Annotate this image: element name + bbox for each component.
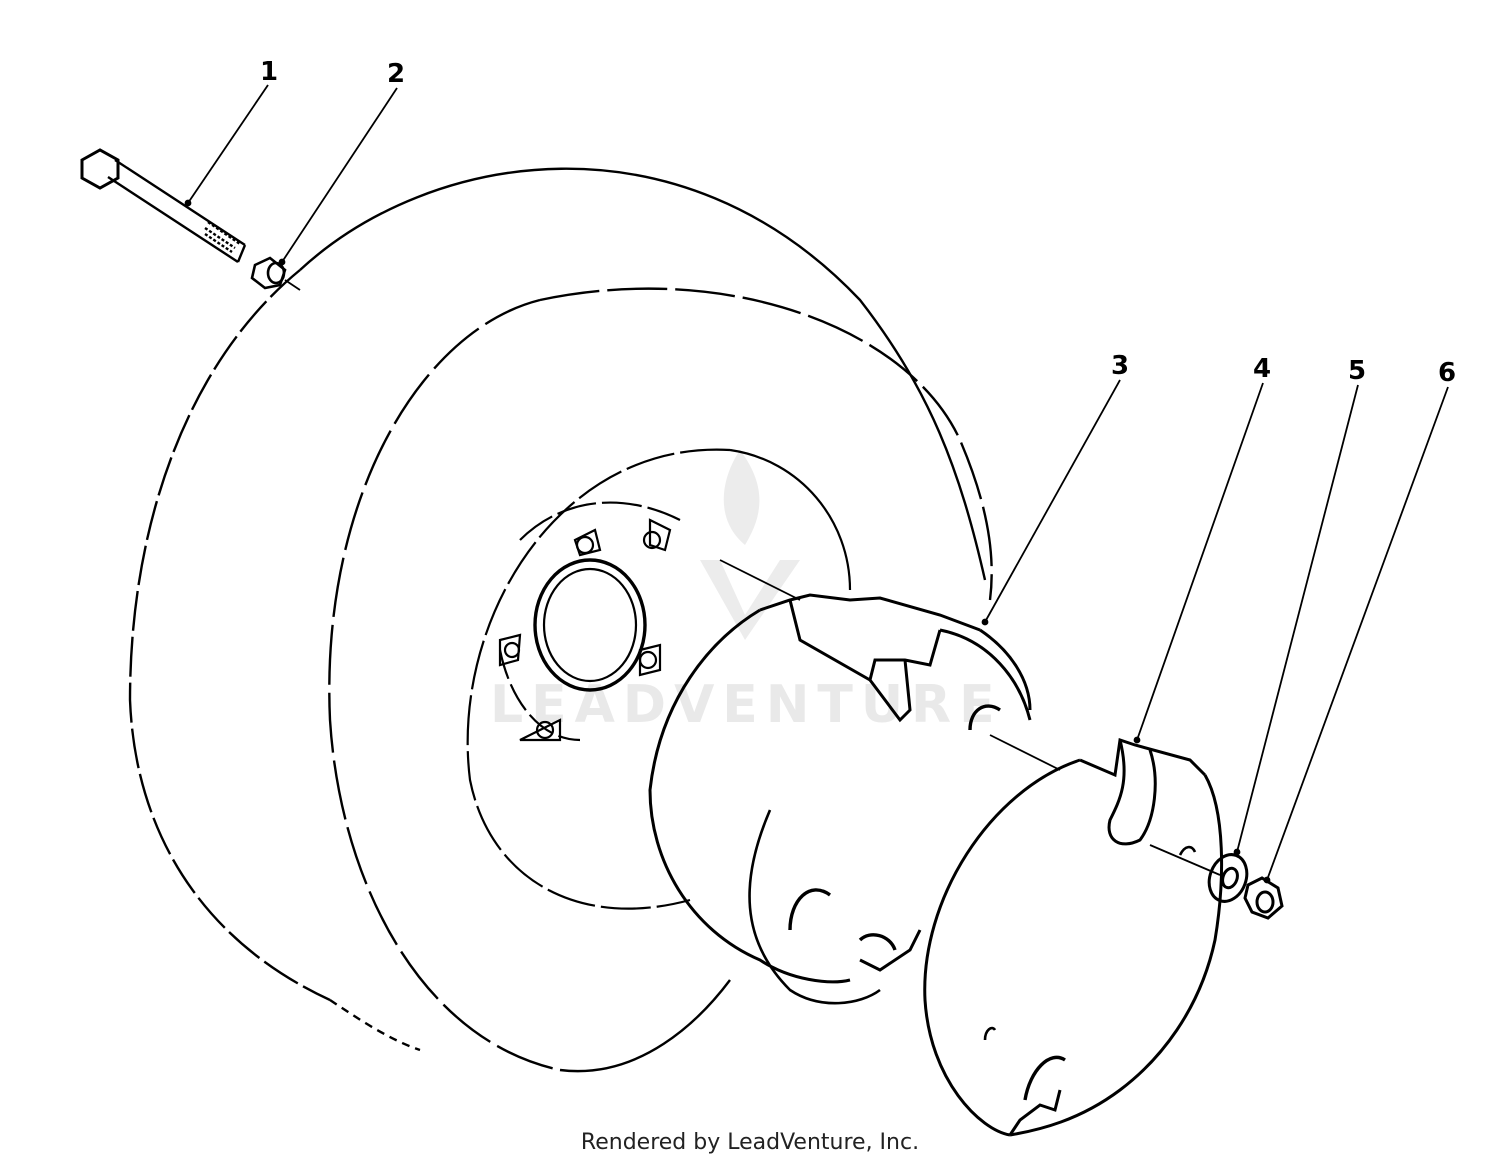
spacer: [250, 256, 301, 291]
leadventure-watermark: LEADVENTURE: [490, 450, 995, 735]
footer-credit: Rendered by LeadVenture, Inc.: [580, 1130, 920, 1155]
callout-6: 6: [1438, 358, 1456, 388]
callout-1: 1: [260, 57, 278, 87]
nut: [1243, 876, 1284, 920]
wheel-weight: [648, 559, 1221, 1005]
callout-5: 5: [1348, 356, 1366, 386]
bolt: [80, 148, 247, 264]
rim: [466, 448, 852, 910]
callout-3: 3: [1111, 351, 1129, 381]
washer: [1207, 853, 1249, 903]
callout-4: 4: [1253, 354, 1271, 384]
callout-2: 2: [387, 59, 405, 89]
wheel-weight-plate: [923, 738, 1224, 1137]
callout-labels: 1 2 3 4 5 6: [260, 57, 1456, 388]
leader-lines: [184, 84, 1449, 884]
tire: [128, 167, 993, 1073]
